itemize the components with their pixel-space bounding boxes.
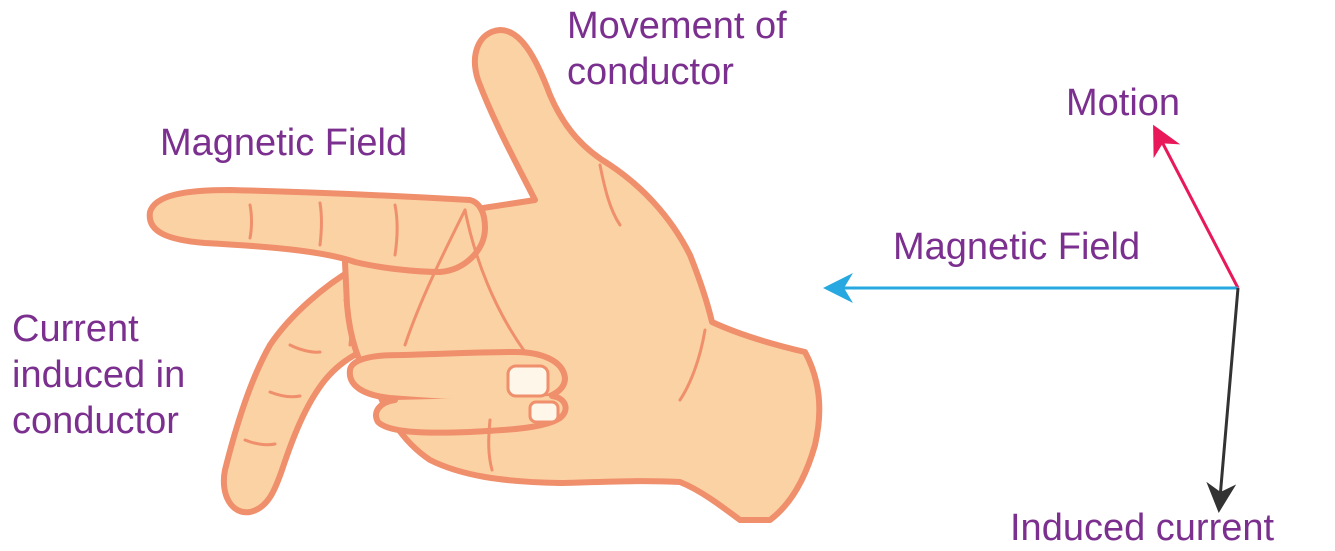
current-induced-line-1: Current	[12, 308, 139, 350]
palm	[342, 27, 823, 523]
motion-label: Motion	[1066, 82, 1181, 124]
induced-current-arrow	[1206, 287, 1240, 513]
hand-magnetic-field-label: Magnetic Field	[160, 122, 408, 164]
motion-arrow	[1153, 124, 1240, 289]
current-induced-label: Current induced in conductor	[12, 306, 185, 444]
induced-current-label: Induced current	[1010, 507, 1275, 549]
middle-finger	[220, 265, 363, 516]
movement-of-conductor-line-1: Movement of	[567, 5, 787, 47]
folded-finger-lower	[373, 393, 569, 436]
skin-creases	[243, 163, 707, 472]
hand-illustration	[146, 27, 823, 523]
current-induced-line-3: conductor	[12, 400, 179, 442]
vector-diagram	[823, 124, 1240, 513]
axis-magnetic-field-label: Magnetic Field	[893, 226, 1141, 268]
movement-of-conductor-line-2: conductor	[567, 51, 734, 93]
fingernail	[506, 364, 550, 398]
fingernail-lower	[528, 400, 560, 424]
movement-of-conductor-label: Movement of conductor	[567, 3, 787, 95]
index-finger	[146, 187, 488, 275]
current-induced-line-2: induced in	[12, 354, 186, 396]
